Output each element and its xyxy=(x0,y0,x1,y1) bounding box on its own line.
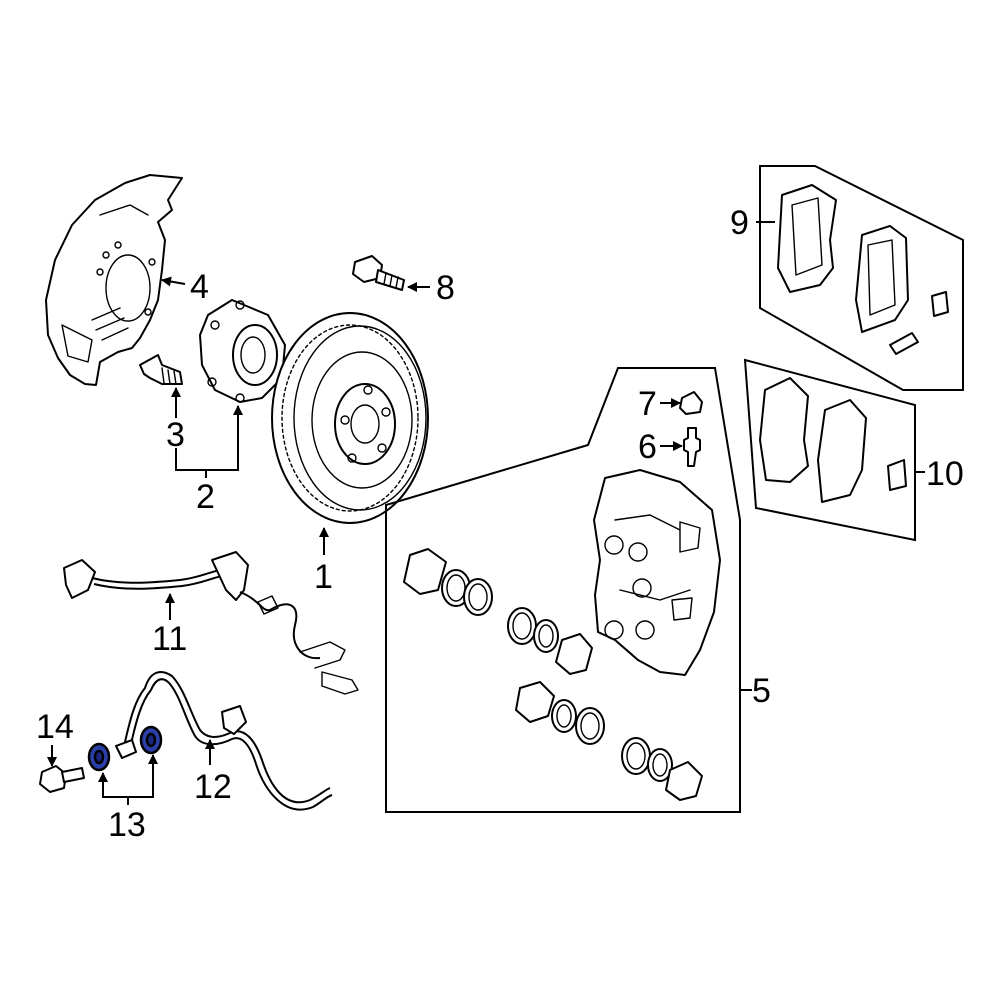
callout-2: 2 xyxy=(196,478,215,516)
pad-kit-9-box[interactable] xyxy=(759,165,964,391)
callout-14: 14 xyxy=(36,708,74,746)
bleeder-cap-part[interactable] xyxy=(679,391,703,415)
callout-10: 10 xyxy=(926,455,964,493)
callout-9: 9 xyxy=(730,204,749,242)
callout-labels: 1 2 3 4 5 6 7 8 9 10 11 12 13 14 xyxy=(36,204,964,844)
caliper-body-part[interactable] xyxy=(593,469,721,676)
caliper-assembly-box[interactable] xyxy=(385,367,741,813)
callout-3: 3 xyxy=(166,416,185,454)
bleeder-screw-part[interactable] xyxy=(683,427,701,467)
seal-washers-part[interactable] xyxy=(87,725,163,772)
dust-shield-part[interactable] xyxy=(45,174,183,386)
pistons-upper-row xyxy=(403,548,593,675)
callout-1: 1 xyxy=(314,558,333,596)
brake-hose-part[interactable] xyxy=(115,671,333,811)
callout-13: 13 xyxy=(108,806,146,844)
wheel-stud-part[interactable] xyxy=(139,354,183,385)
callout-7: 7 xyxy=(638,385,657,423)
hub-bearing-part[interactable] xyxy=(199,299,286,403)
callout-8: 8 xyxy=(436,269,455,307)
callout-6: 6 xyxy=(638,428,657,466)
abs-sensor-wire-part[interactable] xyxy=(63,551,359,695)
brake-rotor-part[interactable] xyxy=(271,312,429,524)
callout-4: 4 xyxy=(190,268,209,306)
callout-5: 5 xyxy=(752,672,771,710)
bolt-8-part[interactable] xyxy=(352,255,405,291)
banjo-bolt-part[interactable] xyxy=(39,765,85,793)
callout-11: 11 xyxy=(152,620,187,658)
pad-kit-10-box[interactable] xyxy=(743,358,916,542)
pistons-lower-row xyxy=(515,681,703,801)
callout-12: 12 xyxy=(194,768,232,806)
leader-lines xyxy=(47,221,925,805)
